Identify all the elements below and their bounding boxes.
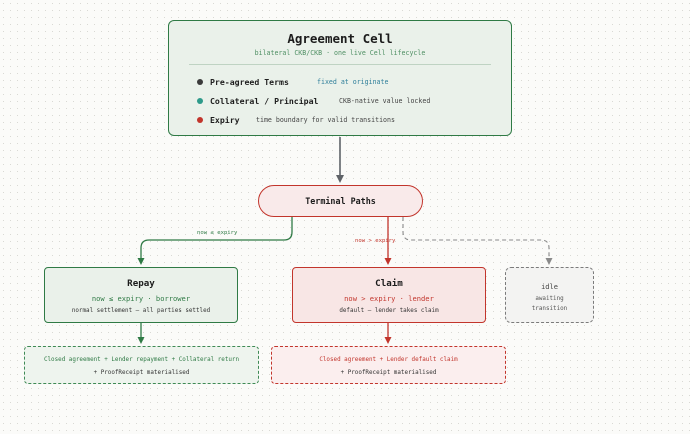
idle-line-2: transition: [531, 306, 568, 312]
claim-node: Claim now > expiry · lender default — le…: [292, 267, 486, 323]
agreement-cell-node: Agreement Cell bilateral CKB/CKB · one l…: [168, 20, 512, 136]
repay-outcome-line-1: Closed agreement + Lender repayment + Co…: [43, 357, 240, 363]
terminal-paths-node: Terminal Paths: [258, 185, 423, 217]
repay-outcome-node: Closed agreement + Lender repayment + Co…: [24, 346, 259, 384]
claim-condition: now > expiry · lender: [344, 294, 434, 303]
edge-label-repay: now ≤ expiry: [197, 230, 238, 236]
field-key: Expiry: [210, 115, 240, 125]
agreement-subtitle: bilateral CKB/CKB · one live Cell lifecy…: [254, 49, 426, 57]
claim-outcome-line-2: + ProofReceipt materialised: [340, 370, 437, 376]
field-key: Collateral / Principal: [210, 96, 319, 106]
idle-node: idle awaiting transition: [505, 267, 594, 323]
idle-line-1: awaiting: [535, 296, 564, 302]
field-dot-icon: [197, 79, 203, 85]
claim-outcome-line-1: Closed agreement + Lender default claim: [319, 357, 458, 363]
field-pre-agreed-terms: Pre-agreed Terms fixed at originate: [197, 76, 388, 88]
field-desc: fixed at originate: [317, 78, 389, 86]
repay-outcome-line-2: + ProofReceipt materialised: [93, 370, 190, 376]
edge-label-claim: now > expiry: [355, 238, 396, 244]
claim-title: Claim: [375, 278, 403, 289]
field-collateral-principal: Collateral / Principal CKB-native value …: [197, 95, 430, 107]
repay-title: Repay: [127, 278, 155, 289]
edge-terminal-to-repay: [137, 217, 293, 265]
field-desc: CKB-native value locked: [339, 97, 431, 105]
repay-node: Repay now ≤ expiry · borrower normal set…: [44, 267, 238, 323]
terminal-label: Terminal Paths: [305, 196, 376, 206]
field-expiry: Expiry time boundary for valid transitio…: [197, 114, 395, 126]
field-dot-icon: [197, 117, 203, 123]
idle-title: idle: [541, 283, 558, 291]
field-desc: time boundary for valid transitions: [256, 116, 395, 124]
field-key: Pre-agreed Terms: [210, 77, 289, 87]
edge-terminal-to-idle: [402, 217, 553, 265]
repay-condition: now ≤ expiry · borrower: [91, 294, 191, 303]
claim-outcome-node: Closed agreement + Lender default claim …: [271, 346, 506, 384]
claim-note: default — lender takes claim: [339, 308, 439, 314]
repay-note: normal settlement — all parties settled: [71, 308, 211, 314]
field-dot-icon: [197, 98, 203, 104]
agreement-divider: [189, 64, 491, 65]
agreement-title: Agreement Cell: [287, 31, 393, 46]
